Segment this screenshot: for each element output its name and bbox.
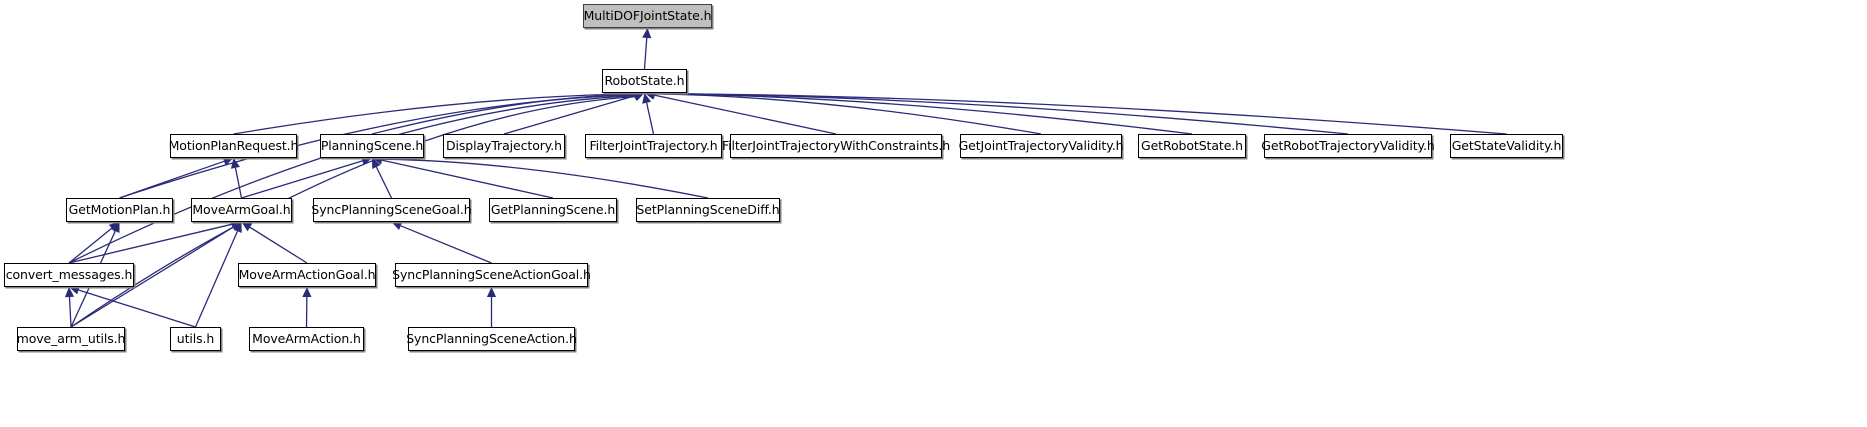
graph-node-motionplanrequest[interactable]: MotionPlanRequest.h [168,134,299,158]
graph-edge-filterjointtrajectorywithconstraints-to-robotstate [644,90,837,135]
graph-node-label: GetPlanningScene.h [490,201,616,217]
graph-edge-getmotionplan-to-motionplanrequest [119,156,234,199]
graph-edge-syncplanningscenegoal-to-planningscene [372,158,393,199]
graph-node-label: GetRobotState.h [1140,137,1244,153]
graph-node-label: SyncPlanningSceneAction.h [406,330,577,346]
graph-node-syncplanningsceneaction[interactable]: SyncPlanningSceneAction.h [406,327,577,351]
graph-node-displaytrajectory[interactable]: DisplayTrajectory.h [443,134,565,158]
graph-node-label: GetJointTrajectoryValidity.h [958,137,1124,153]
graph-node-getstatevalidity[interactable]: GetStateValidity.h [1450,134,1563,158]
graph-node-label: PlanningScene.h [320,137,424,153]
graph-edge-getrobotstate-to-robotstate [644,89,1193,135]
graph-edge-arrowhead [302,287,312,298]
graph-edge-utils-to-movearmgoal [194,222,242,328]
graph-edge-utils-to-convert_messages [69,285,196,328]
graph-edge-syncplanningsceneactiongoal-to-syncplanningscenegoal [391,221,492,264]
graph-node-utils[interactable]: utils.h [170,327,221,351]
graph-node-label: SetPlanningSceneDiff.h [636,201,780,217]
graph-edge-displaytrajectory-to-robotstate [503,91,645,135]
graph-edge-convert_messages-to-robotstate [68,91,645,264]
graph-node-label: MotionPlanRequest.h [168,137,299,153]
graph-node-multidofjointstate: MultiDOFJointState.h [583,4,712,28]
graph-node-label: DisplayTrajectory.h [445,137,562,153]
graph-node-planningscene[interactable]: PlanningScene.h [320,134,424,158]
graph-edge-planningscene-to-robotstate [371,89,645,135]
graph-edge-arrowhead [108,222,120,232]
graph-edge-getrobottrajectoryvalidity-to-robotstate [644,88,1349,135]
graph-edge-movearmgoal-to-motionplanrequest [230,158,243,199]
graph-edge-move_arm_utils-to-convert_messages [64,287,75,328]
graph-node-getrobotstate[interactable]: GetRobotState.h [1138,134,1246,158]
graph-node-getplanningscene[interactable]: GetPlanningScene.h [489,198,617,222]
graph-node-syncplanningsceneactiongoal[interactable]: SyncPlanningSceneActionGoal.h [392,263,591,287]
graph-node-label: GetRobotTrajectoryValidity.h [1261,137,1435,153]
graph-edge-arrowhead [372,158,381,170]
graph-edge-arrowhead [111,222,120,234]
graph-node-getjointtrajectoryvalidity[interactable]: GetJointTrajectoryValidity.h [958,134,1124,158]
graph-edge-convert_messages-to-getmotionplan [68,222,120,264]
graph-edge-syncplanningsceneaction-to-syncplanningsceneactiongoal [486,287,497,327]
graph-node-label: FilterJointTrajectoryWithConstraints.h [721,137,951,153]
graph-node-robotstate[interactable]: RobotState.h [602,69,687,93]
graph-node-label: move_arm_utils.h [16,330,126,346]
graph-node-movearmactiongoal[interactable]: MoveArmActionGoal.h [238,263,376,287]
graph-node-setplanningscenediff[interactable]: SetPlanningSceneDiff.h [636,198,780,222]
graph-edge-robotstate-to-multidofjointstate [642,28,652,70]
graph-node-label: MoveArmGoal.h [192,201,291,217]
graph-node-label: GetMotionPlan.h [68,201,171,217]
graph-node-label: MoveArmActionGoal.h [238,266,376,282]
graph-edge-arrowhead [642,93,652,104]
graph-node-label: RobotState.h [604,72,685,88]
graph-edge-motionplanrequest-to-robotstate [233,89,645,135]
graph-node-syncplanningscenegoal[interactable]: SyncPlanningSceneGoal.h [311,198,472,222]
graph-edge-filterjointtrajectory-to-robotstate [642,93,655,135]
graph-node-label: SyncPlanningSceneGoal.h [311,201,472,217]
graph-edge-arrowhead [222,156,234,166]
graph-edge-setplanningscenediff-to-planningscene [372,154,709,199]
graph-edge-arrowhead [230,158,240,169]
graph-node-getmotionplan[interactable]: GetMotionPlan.h [66,198,173,222]
graph-node-label: utils.h [176,330,215,346]
graph-node-convert_messages[interactable]: convert_messages.h [4,263,134,287]
graph-edge-arrowhead [233,222,242,234]
graph-node-label: MoveArmAction.h [252,330,361,346]
graph-edge-getstatevalidity-to-robotstate [644,88,1507,135]
graph-node-label: SyncPlanningSceneActionGoal.h [392,266,591,282]
graph-edge-getplanningscene-to-planningscene [372,155,554,199]
graph-edge-movearmaction-to-movearmactiongoal [302,287,312,328]
graph-node-move_arm_utils[interactable]: move_arm_utils.h [17,327,125,351]
graph-node-filterjointtrajectory[interactable]: FilterJointTrajectory.h [585,134,722,158]
graph-edge-movearmgoal-to-planningscene [241,156,372,199]
graph-node-movearmaction[interactable]: MoveArmAction.h [249,327,364,351]
graph-edge-arrowhead [241,222,253,232]
graph-node-label: GetStateValidity.h [1451,137,1562,153]
graph-node-movearmgoal[interactable]: MoveArmGoal.h [191,198,292,222]
graph-edge-arrowhead [230,222,242,232]
graph-edge-convert_messages-to-movearmgoal [68,219,242,264]
graph-edge-arrowhead [64,287,75,298]
graph-edge-arrowhead [642,28,652,39]
graph-node-label: convert_messages.h [5,266,133,282]
graph-node-filterjointtrajectorywithconstraints[interactable]: FilterJointTrajectoryWithConstraints.h [722,134,950,158]
graph-node-getrobottrajectoryvalidity[interactable]: GetRobotTrajectoryValidity.h [1261,134,1435,158]
graph-edge-getjointtrajectoryvalidity-to-robotstate [644,89,1042,135]
graph-edge-arrowhead [391,221,403,231]
graph-edge-movearmactiongoal-to-movearmgoal [241,222,308,264]
graph-edge-arrowhead [633,92,645,102]
graph-node-label: MultiDOFJointState.h [583,7,712,23]
graph-edge-arrowhead [486,287,497,297]
graph-node-label: FilterJointTrajectory.h [589,137,718,153]
